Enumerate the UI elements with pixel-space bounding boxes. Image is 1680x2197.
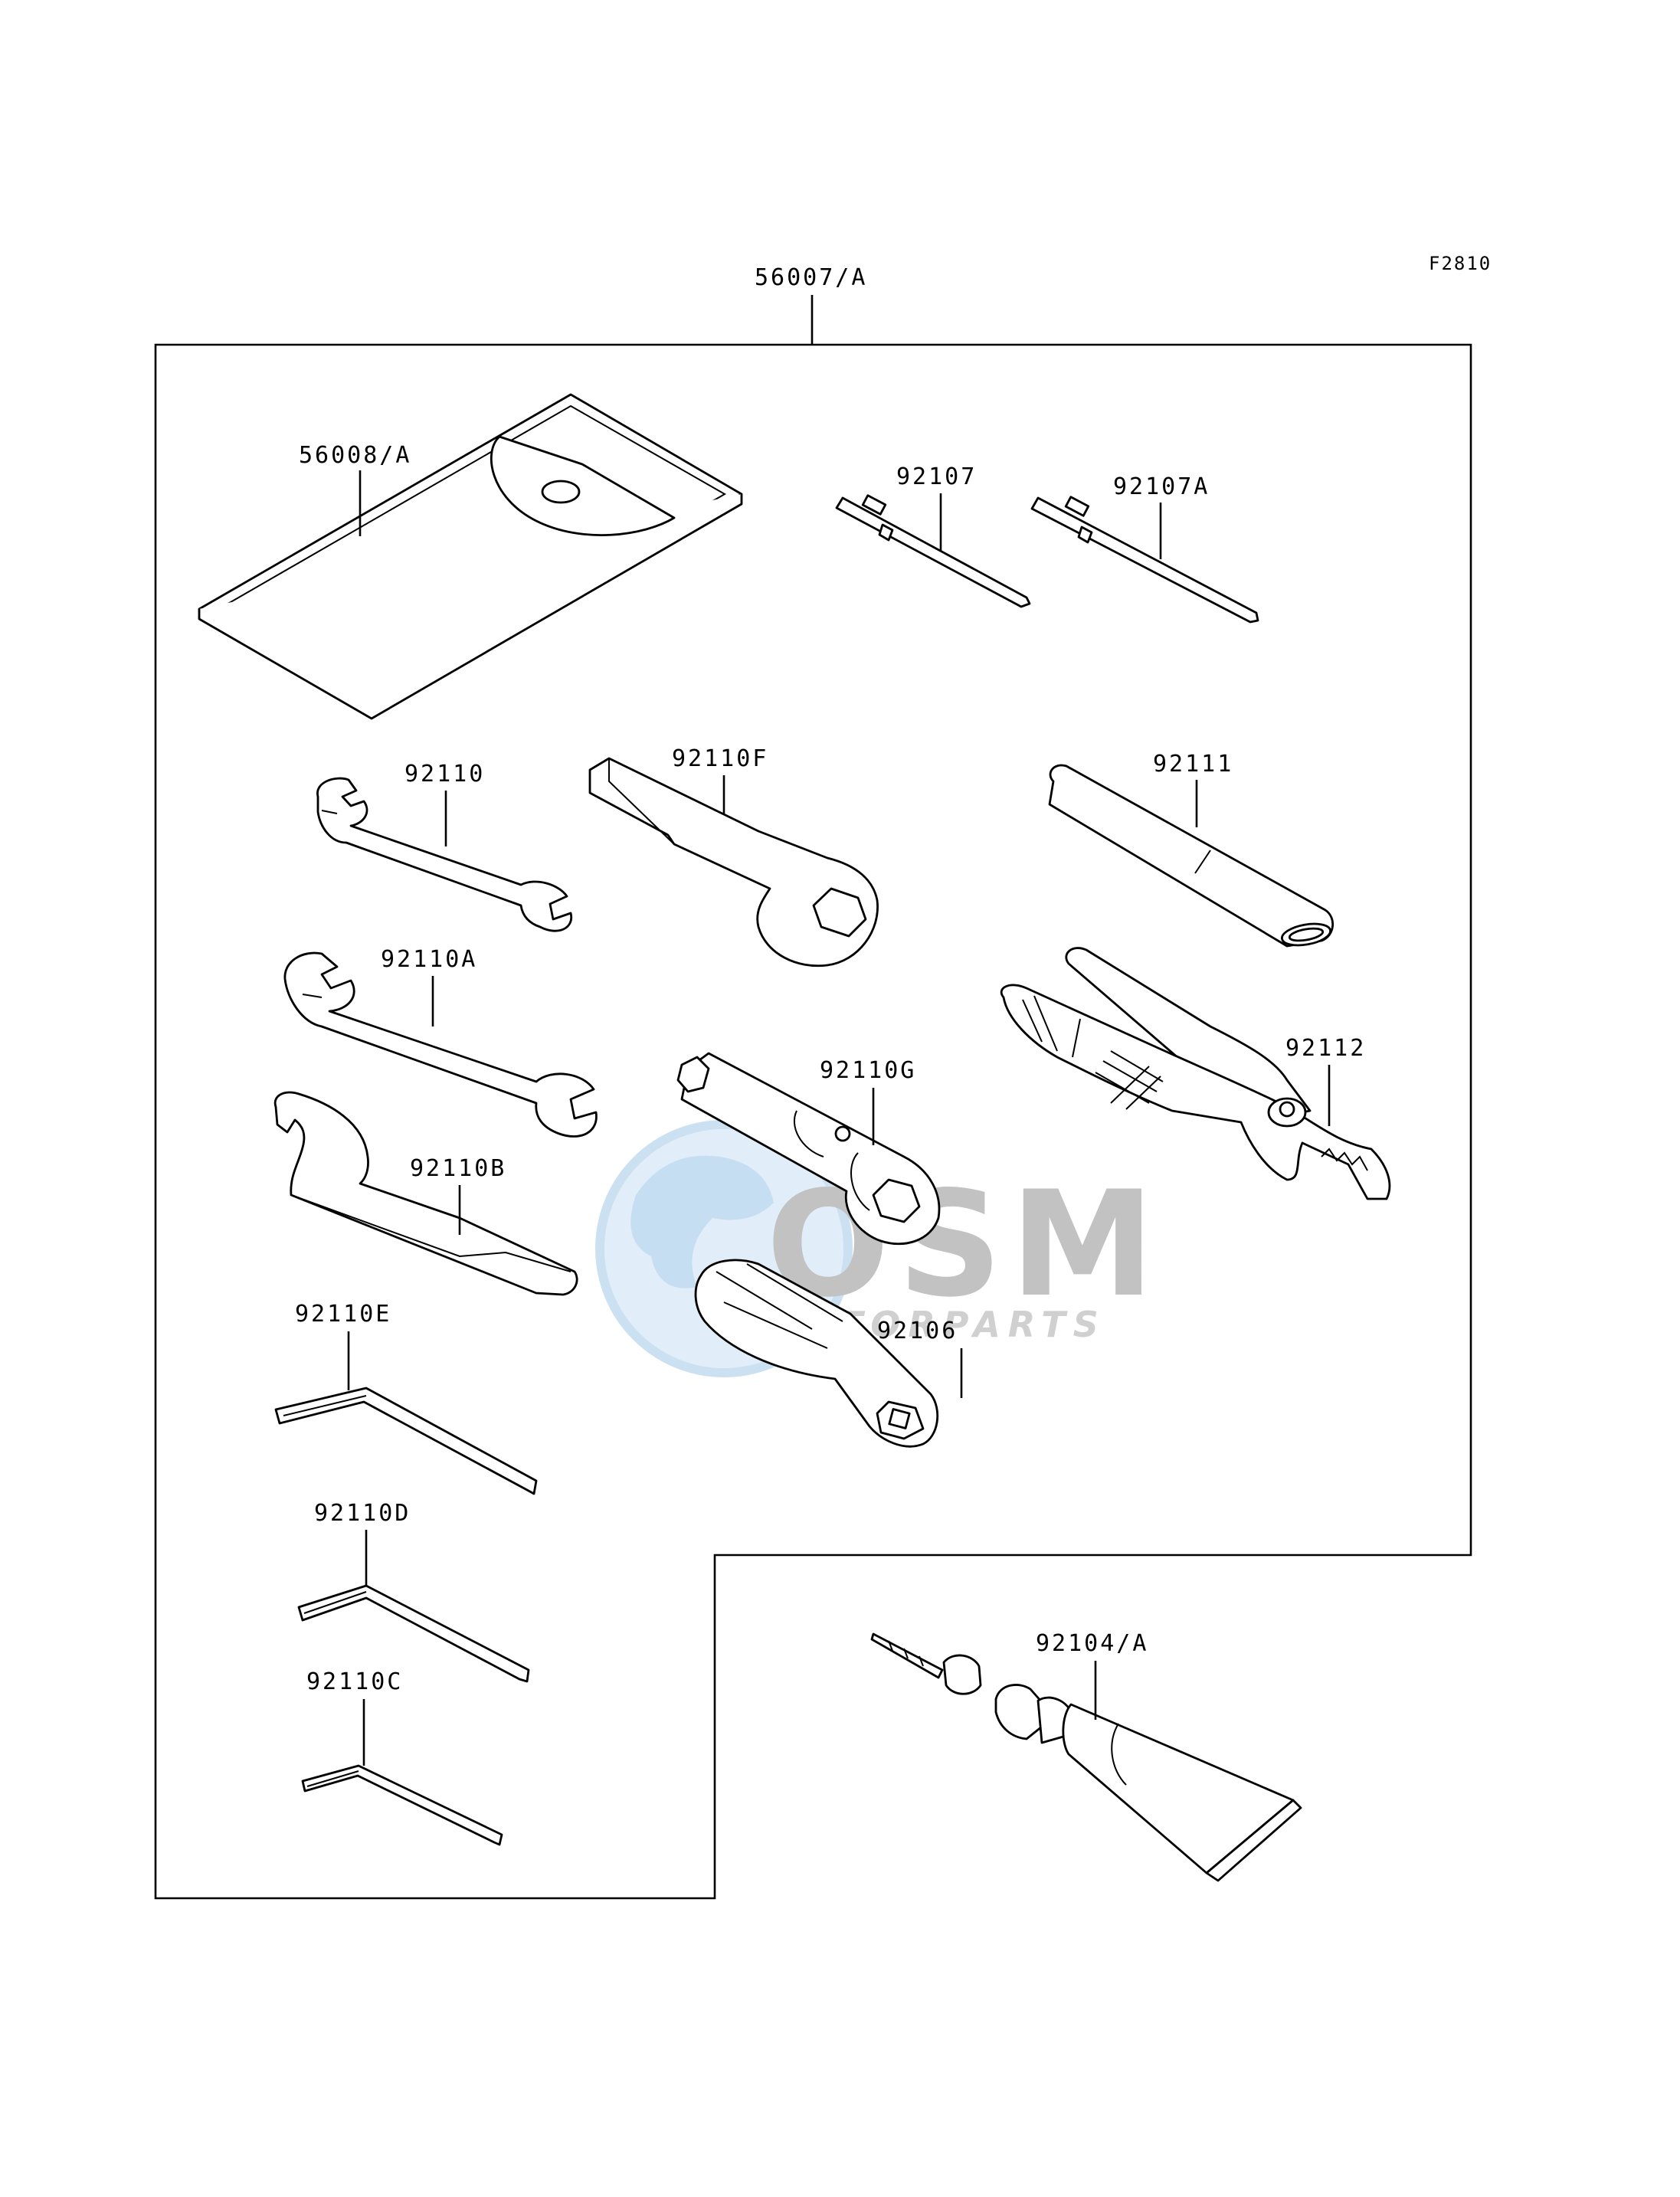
figure-code: F2810 [1429,253,1492,274]
open-end-wrench-icon [316,777,573,932]
part-wrench-large: 92110A [283,946,598,1138]
part-number-spark-plug-socket: 92110G [820,1057,916,1084]
part-number-hook-wrench: 92110B [410,1155,506,1182]
part-screwdriver-bit-1: 92107 [835,463,1031,608]
part-number-screwdriver-bit-1: 92107 [896,463,977,490]
part-number-hex-key-large: 92110E [295,1301,391,1328]
part-number-ring-wrench: 92110F [672,745,768,772]
part-hook-wrench: 92110B [273,1091,578,1296]
part-hex-key-small: 92110C [301,1668,503,1846]
part-pouch: 56008/A [198,393,743,720]
part-number-grease-tube: 92104/A [1036,1630,1148,1657]
part-screwdriver-grip: 92106 [694,1259,963,1448]
part-ring-wrench: 92110F [588,745,879,968]
part-hex-key-medium: 92110D [297,1500,530,1683]
part-number-hex-key-small: 92110C [306,1668,403,1695]
part-hex-key-large: 92110E [274,1301,538,1495]
part-handle-bar: 92111 [1048,751,1334,948]
part-number-pliers: 92112 [1285,1035,1366,1062]
pliers-icon [1000,947,1391,1200]
ring-wrench-icon [588,757,879,968]
part-number-wrench-large: 92110A [381,946,477,973]
watermark: OSM MOTORPARTS [595,1120,1162,1377]
part-number-handle-bar: 92111 [1153,751,1233,778]
hook-spanner-icon [273,1091,578,1296]
hex-key-icon [274,1387,538,1495]
part-number-wrench-small: 92110 [404,761,485,787]
open-end-wrench-icon [283,951,598,1138]
tool-pouch-icon [198,393,743,720]
assembly-label: 56007/A [755,264,867,291]
part-pliers: 92112 [1000,947,1391,1200]
part-screwdriver-bit-2: 92107A [1030,473,1259,624]
part-number-pouch: 56008/A [299,442,411,469]
screwdriver-bit-icon [1030,496,1259,624]
part-number-screwdriver-grip: 92106 [877,1318,958,1344]
part-wrench-small: 92110 [316,761,573,932]
part-number-screwdriver-bit-2: 92107A [1113,473,1210,500]
hex-key-icon [297,1584,530,1683]
socket-wrench-icon [676,1052,941,1245]
part-grease-tube: 92104/A [870,1630,1302,1882]
hex-key-icon [301,1764,503,1846]
screwdriver-grip-icon [694,1259,939,1448]
part-number-hex-key-medium: 92110D [314,1500,411,1527]
assembly-outline [154,343,1472,1900]
screwdriver-bit-icon [835,494,1031,608]
watermark-brand: OSM [766,1160,1162,1329]
grease-tube-icon [870,1632,1302,1882]
part-spark-plug-socket: 92110G [676,1052,941,1245]
handle-bar-icon [1048,764,1334,948]
